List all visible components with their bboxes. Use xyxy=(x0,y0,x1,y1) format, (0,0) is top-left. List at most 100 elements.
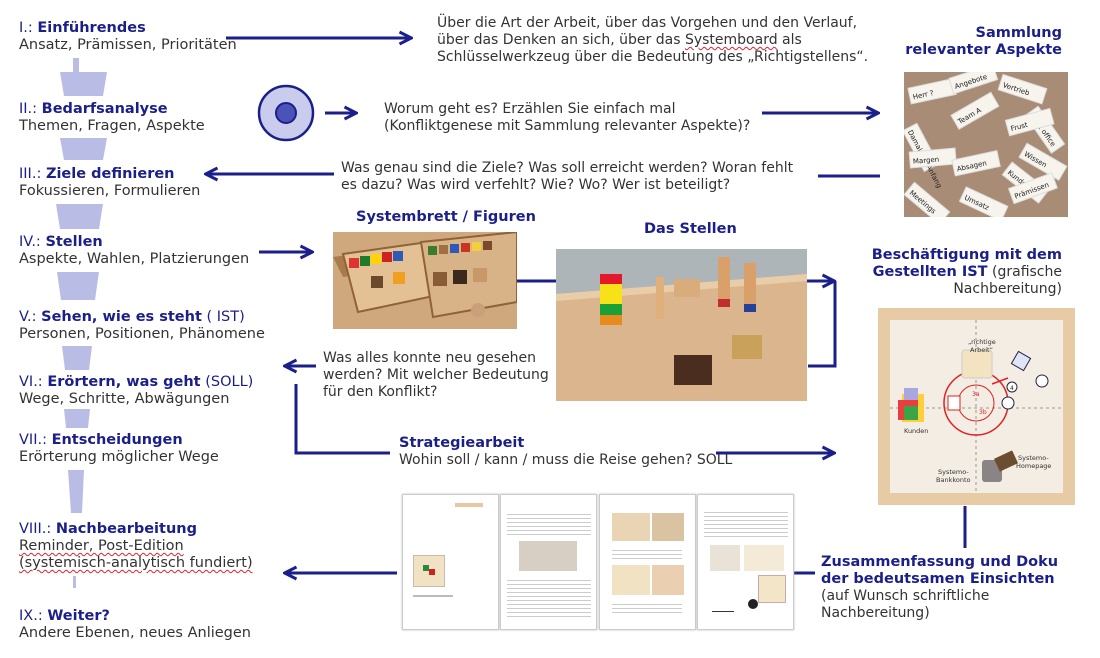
board-label-kunden: Kunden xyxy=(904,427,928,435)
funnel-shape xyxy=(60,72,107,96)
doc-page-4 xyxy=(697,494,794,630)
heading-das-stellen: Das Stellen xyxy=(644,221,737,237)
systembrett-photo xyxy=(333,232,517,329)
line-to-strategie xyxy=(294,384,390,455)
funnel-stem xyxy=(73,576,76,588)
heading-line: relevanter Aspekte xyxy=(905,42,1062,58)
heading-line: Beschäftigung mit dem xyxy=(871,247,1062,263)
board-label-bank-1: Systemo- xyxy=(938,468,969,476)
funnel-shape xyxy=(57,272,99,300)
phase-7: VII.: Entscheidungen Erörterung mögliche… xyxy=(19,432,219,466)
phase-6: VI.: Erörtern, was geht (SOLL) Wege, Sch… xyxy=(19,374,253,408)
question-ziele: Was genau sind die Ziele? Was soll errei… xyxy=(341,160,793,194)
heading-line: der bedeutsamen Einsichten xyxy=(821,571,1055,587)
intro-line-2: über das Denken an sich, über das System… xyxy=(437,32,802,48)
phase-title: Entscheidungen xyxy=(51,432,183,448)
question-line: werden? Mit welcher Bedeutung xyxy=(323,367,549,383)
funnel-shape xyxy=(62,346,92,370)
phase-number: VI.: xyxy=(19,374,43,390)
board-label-3a: 3a xyxy=(972,391,980,398)
phase-3: III.: Ziele definieren Fokussieren, Form… xyxy=(19,166,200,200)
heading-systembrett: Systembrett / Figuren xyxy=(356,209,536,225)
phase-subtitle: Themen, Fragen, Aspekte xyxy=(19,118,205,134)
word-card: Herr ? xyxy=(907,78,957,105)
question-line: es dazu? Was wird verfehlt? Wie? Wo? Wer… xyxy=(341,177,731,193)
phase-number: I.: xyxy=(19,20,33,36)
phase-subtitle: Fokussieren, Formulieren xyxy=(19,183,201,199)
heading-line-normal: (auf Wunsch schriftliche xyxy=(821,588,990,604)
stellen-photo xyxy=(556,249,807,401)
question-line: Was alles konnte neu gesehen xyxy=(323,350,537,366)
phase-8: VIII.: Nachbearbeitung Reminder, Post-Ed… xyxy=(19,521,253,572)
question-bedarf: Worum geht es? Erzählen Sie einfach mal … xyxy=(384,101,750,135)
phase-subtitle: Andere Ebenen, neues Anliegen xyxy=(19,625,251,641)
heading-beschaeftigung: Beschäftigung mit dem Gestellten IST (gr… xyxy=(852,247,1062,298)
heading-line-normal: Nachbereitung) xyxy=(953,281,1062,297)
board-label-arbeit-2: Arbeit“ xyxy=(970,346,993,354)
strategiearbeit-block: Strategiearbeit Wohin soll / kann / muss… xyxy=(399,435,732,469)
phase-number: V.: xyxy=(19,309,37,325)
strategiearbeit-title: Strategiearbeit xyxy=(399,435,525,451)
board-label-bank-2: Bankkonto xyxy=(936,476,971,484)
phase-5: V.: Sehen, wie es steht ( IST) Personen,… xyxy=(19,309,265,343)
doc-page-1 xyxy=(402,494,499,630)
phase-title: Sehen, wie es steht xyxy=(41,309,202,325)
phase-title: Einführendes xyxy=(37,20,146,36)
phase-title: Ziele definieren xyxy=(45,166,175,182)
funnel-stem xyxy=(73,58,79,72)
loop-line-stellen xyxy=(808,281,837,368)
phase-subtitle: Reminder, Post-Edition xyxy=(19,538,253,555)
heading-line-normal: Nachbereitung) xyxy=(821,605,930,621)
phase-extra: (SOLL) xyxy=(200,374,254,390)
board-label-3b: 3b xyxy=(979,409,987,416)
phase-title: Nachbearbeitung xyxy=(55,521,197,537)
phase-9: IX.: Weiter? Andere Ebenen, neues Anlieg… xyxy=(19,608,251,642)
question-line: (Konfliktgenese mit Sammlung relevanter … xyxy=(384,118,751,134)
phase-2: II.: Bedarfsanalyse Themen, Fragen, Aspe… xyxy=(19,101,205,135)
phase-title: Stellen xyxy=(45,234,103,250)
funnel-shape xyxy=(64,409,90,428)
word-card: Vertrieb xyxy=(997,73,1048,105)
phase-subtitle: Wege, Schritte, Abwägungen xyxy=(19,391,230,407)
heading-line: Zusammenfassung und Doku xyxy=(821,554,1059,570)
phase-number: III.: xyxy=(19,166,42,182)
phase-4: IV.: Stellen Aspekte, Wahlen, Platzierun… xyxy=(19,234,249,268)
board-label-homepage-1: Systemo- xyxy=(1018,454,1049,462)
intro-text: Über die Art der Arbeit, über das Vorgeh… xyxy=(437,15,868,66)
funnel-shape xyxy=(68,470,84,513)
heading-zusammenfassung: Zusammenfassung und Doku der bedeutsamen… xyxy=(821,554,1058,622)
board-label-arbeit-1: „richtige xyxy=(968,338,996,346)
question-line: Worum geht es? Erzählen Sie einfach mal xyxy=(384,101,676,117)
phase-subtitle: Erörterung möglicher Wege xyxy=(19,449,219,465)
target-icon xyxy=(257,84,315,142)
doc-page-2 xyxy=(500,494,597,630)
question-sehen: Was alles konnte neu gesehen werden? Mit… xyxy=(323,350,549,401)
phase-number: VIII.: xyxy=(19,521,52,537)
word-card-label: Margen xyxy=(913,155,940,165)
heading-line: Sammlung xyxy=(975,25,1062,41)
phase-title: Weiter? xyxy=(47,608,110,624)
funnel-connectors xyxy=(56,58,107,588)
phase-subtitle-text-2: (systemisch-analytisch fundiert) xyxy=(19,555,253,571)
phase-title: Bedarfsanalyse xyxy=(41,101,168,117)
word-card: Absagen xyxy=(951,150,1001,177)
word-card: Margen xyxy=(908,147,957,169)
phase-number: VII.: xyxy=(19,432,47,448)
phase-subtitle: Aspekte, Wahlen, Platzierungen xyxy=(19,251,250,267)
intro-line-3: Schlüsselwerkzeug über die Bedeutung des… xyxy=(437,49,869,65)
phase-subtitle-2: (systemisch-analytisch fundiert) xyxy=(19,555,253,572)
board-label-4: 4 xyxy=(1010,385,1014,392)
intro-line-1: Über die Art der Arbeit, über das Vorgeh… xyxy=(437,15,858,31)
funnel-shape xyxy=(56,204,103,229)
doc-page-3 xyxy=(599,494,696,630)
phase-number: II.: xyxy=(19,101,38,117)
word-card: Frust xyxy=(1004,107,1055,137)
question-line: für den Konflikt? xyxy=(323,384,438,400)
heading-line: Gestellten IST xyxy=(872,264,988,280)
heading-sammlung: Sammlung relevanter Aspekte xyxy=(900,25,1062,59)
funnel-shape xyxy=(60,138,107,160)
heading-line-normal: (grafische xyxy=(987,264,1062,280)
